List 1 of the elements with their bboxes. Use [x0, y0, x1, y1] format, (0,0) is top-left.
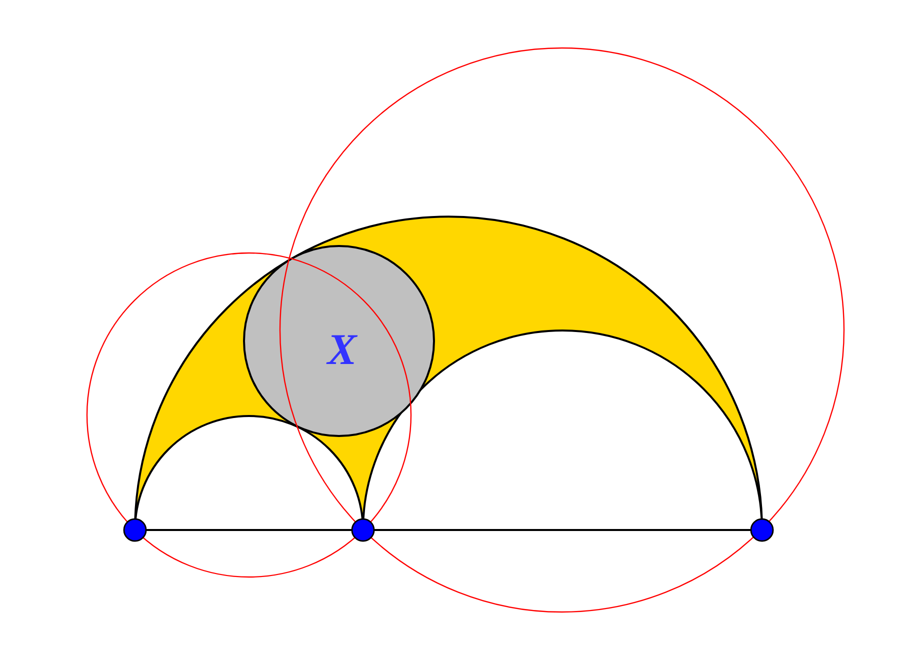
circle-label: X [327, 325, 357, 374]
